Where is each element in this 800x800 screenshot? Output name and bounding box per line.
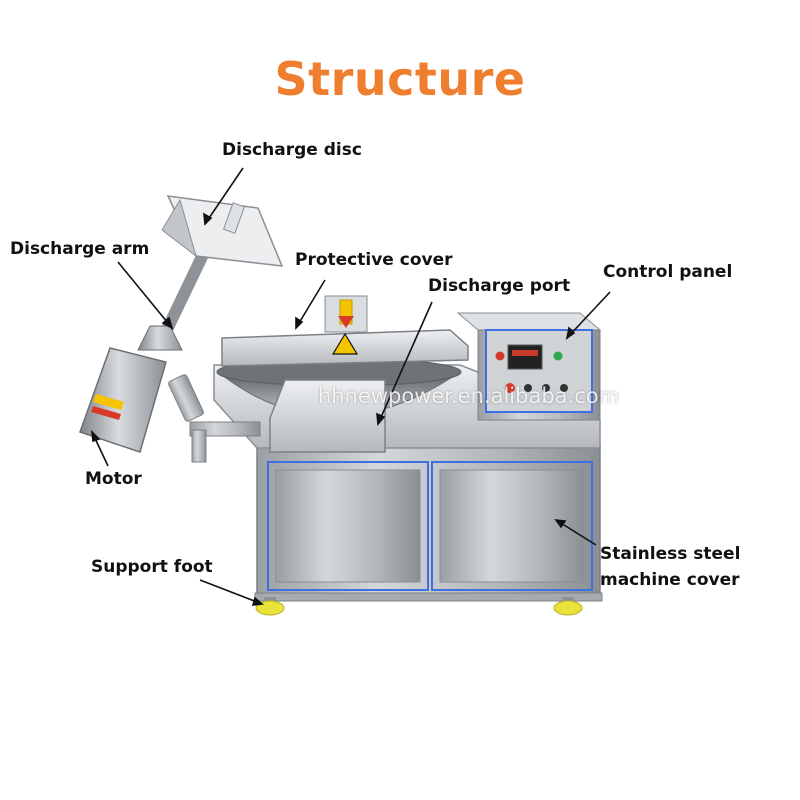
leader-protective-cover [295,279,326,329]
machine-cabinet [254,444,603,602]
label-discharge-port: Discharge port [428,276,571,296]
watermark-text: hhnewpower.en.alibaba.com [318,384,620,408]
control-panel-box [456,312,602,421]
label-discharge-arm: Discharge arm [10,239,150,259]
diagram-title: Structure [274,52,526,106]
leader-control-panel [566,291,611,339]
label-protective-cover: Protective cover [295,250,453,270]
discharge-arm-bracket [168,374,261,463]
discharge-disc [161,195,284,267]
leader-discharge-port [377,301,433,425]
leader-lines [90,167,611,606]
label-discharge-disc: Discharge disc [222,140,362,160]
label-machine-cover-line1: Stainless steel [600,544,741,564]
label-control-panel: Control panel [603,262,733,282]
label-motor: Motor [85,469,142,489]
discharge-port-chute [269,379,386,453]
leader-discharge-disc [204,167,244,225]
motor [79,325,183,453]
leader-discharge-arm [117,261,173,329]
leader-support-foot [199,579,263,605]
label-support-foot: Support foot [91,557,213,577]
protective-cover [221,295,469,367]
label-machine-cover-line2: machine cover [600,570,740,590]
